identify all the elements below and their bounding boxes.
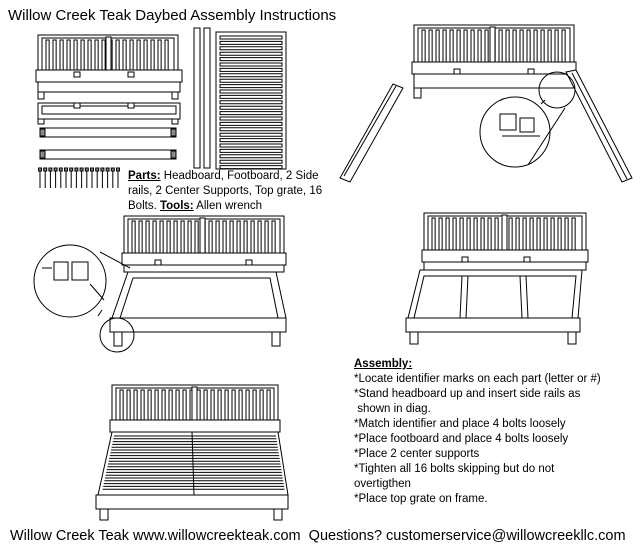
assembly-step: shown in diag. — [354, 403, 431, 415]
assembly-step: *Match identifier and place 4 bolts loos… — [354, 418, 566, 430]
parts-text: Headboard, Footboard, 2 Side rails, 2 Ce… — [128, 170, 323, 212]
assembly-step: *Place footboard and place 4 bolts loose… — [354, 433, 569, 445]
assembly-step: *Tighten all 16 bolts skipping but do no… — [354, 463, 555, 475]
assembly-step: *Place 2 center supports — [354, 448, 480, 460]
side-rails-drawing — [40, 128, 176, 159]
assembly-title: Assembly: — [354, 358, 413, 370]
parts-label: Parts: — [128, 170, 161, 182]
center-supports-drawing — [194, 28, 210, 168]
tools-text: Allen wrench — [193, 200, 263, 212]
assembly-step: *Stand headboard up and insert side rail… — [354, 388, 581, 400]
parts-list: Parts: Headboard, Footboard, 2 Side rail… — [128, 169, 338, 214]
top-grate-drawing — [216, 32, 286, 169]
assembly-step: *Locate identifier marks on each part (l… — [354, 373, 601, 385]
bolts-drawing — [39, 168, 120, 188]
assembly-step: *Place top grate on frame. — [354, 493, 488, 505]
assembly-instructions: Assembly: *Locate identifier marks on ea… — [354, 357, 639, 507]
headboard-drawing — [36, 35, 182, 99]
footer-contact: Willow Creek Teak www.willowcreekteak.co… — [10, 528, 626, 544]
assembly-step: overtigthen — [354, 478, 411, 490]
tools-label: Tools: — [159, 200, 194, 212]
document-title: Willow Creek Teak Daybed Assembly Instru… — [8, 7, 337, 24]
footboard-drawing — [38, 103, 180, 124]
